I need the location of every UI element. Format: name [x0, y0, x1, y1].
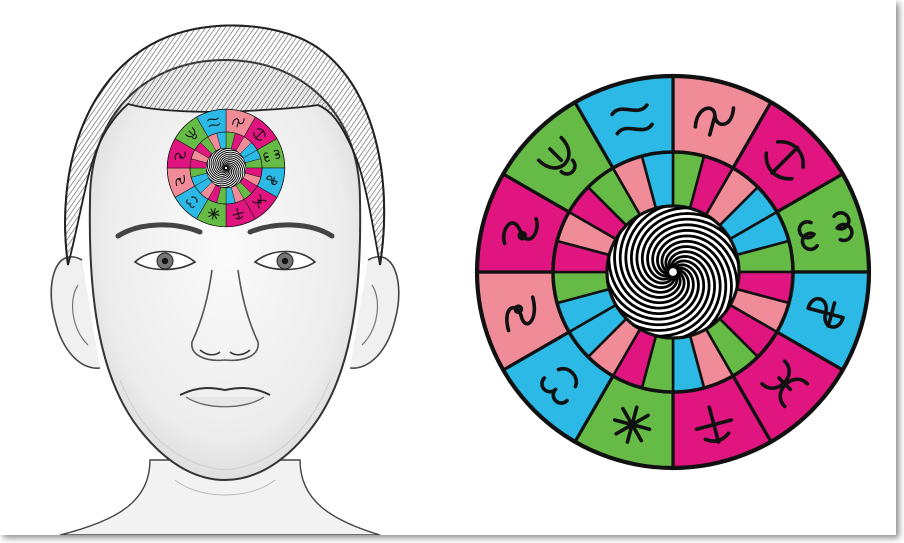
center-spiral [206, 148, 246, 188]
forehead-wheel [166, 108, 286, 228]
center-spiral [607, 206, 739, 338]
face-drawing [0, 0, 440, 535]
illustration-panel [0, 0, 896, 535]
large-wheel [473, 72, 873, 472]
